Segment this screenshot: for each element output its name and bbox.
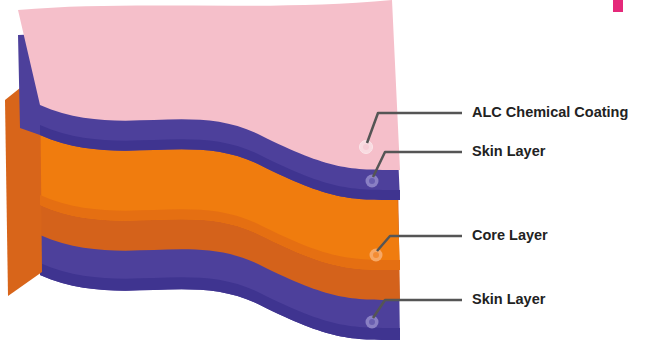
- part-label: ALC Chemical Coating: [472, 104, 628, 121]
- part-label: Skin Layer: [472, 291, 545, 308]
- part-label: Core Layer: [472, 227, 548, 244]
- corner-accent: [613, 0, 623, 12]
- coating-sheet: [18, 0, 400, 170]
- marker-dots: [360, 141, 383, 329]
- part-label: Skin Layer: [472, 143, 545, 160]
- leader-lines: [367, 113, 462, 318]
